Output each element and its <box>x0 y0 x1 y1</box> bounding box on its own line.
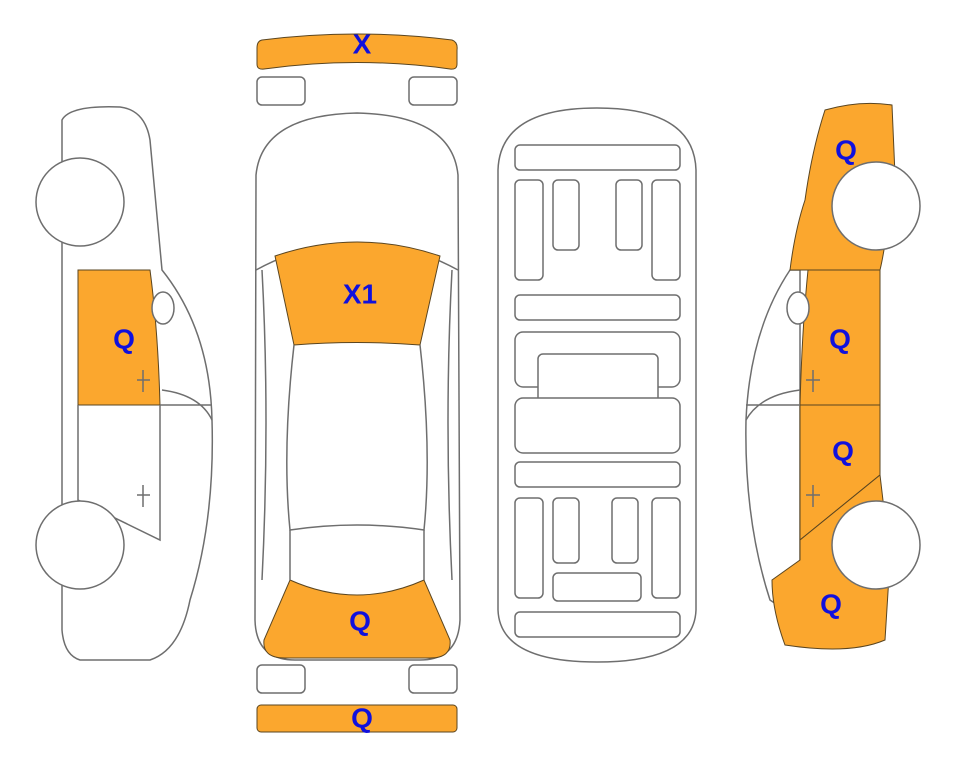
left-handle-rear <box>137 485 150 507</box>
top-view: X X1 Q Q <box>254 28 461 733</box>
right-window-line <box>745 389 801 421</box>
right-rear-door-label: Q <box>832 435 854 466</box>
underbody-part <box>514 179 544 281</box>
taillight-left <box>256 664 306 694</box>
rear-bumper-label: Q <box>351 702 373 733</box>
taillight-right <box>408 664 458 694</box>
underbody-part <box>611 497 639 564</box>
left-rear-wheel <box>35 500 125 590</box>
windshield-panel[interactable] <box>274 241 441 346</box>
left-front-wheel <box>35 157 125 247</box>
underbody-part <box>552 179 580 251</box>
underbody-part <box>651 497 681 599</box>
left-door-line <box>77 389 213 542</box>
top-body-outline <box>254 112 461 661</box>
right-front-wheel <box>831 161 921 251</box>
underbody-part <box>552 572 642 602</box>
windshield-label: X1 <box>343 278 377 309</box>
right-rear-quarter-label: Q <box>820 588 842 619</box>
left-front-door-label: Q <box>113 323 135 354</box>
underbody-part <box>651 179 681 281</box>
right-body-outline <box>745 269 801 622</box>
underbody-part <box>514 294 681 321</box>
headlight-right <box>408 76 458 106</box>
right-mirror <box>786 291 810 325</box>
right-handle-rear <box>806 485 820 507</box>
underbody-part <box>552 497 580 564</box>
side-line-right <box>447 269 453 581</box>
left-side-view: Q <box>35 106 214 661</box>
rear-bumper-panel[interactable] <box>256 704 458 733</box>
headlight-left <box>256 76 306 106</box>
roof-outline <box>286 344 428 531</box>
right-handle-front <box>806 370 820 392</box>
right-front-fender-label: Q <box>835 134 857 165</box>
right-rear-wheel <box>831 500 921 590</box>
underbody-part <box>514 144 681 171</box>
underbody-view <box>497 107 697 663</box>
front-bumper-panel[interactable] <box>256 33 458 70</box>
trunk-line <box>289 530 425 580</box>
underbody-part <box>514 497 544 599</box>
front-bumper-label: X <box>353 28 372 59</box>
underbody-part <box>514 397 681 454</box>
rear-window-panel[interactable] <box>263 579 451 659</box>
left-front-door-panel[interactable] <box>77 269 161 406</box>
right-front-door-label: Q <box>829 323 851 354</box>
rear-window-label: Q <box>349 605 371 636</box>
left-mirror <box>151 291 175 325</box>
underbody-part <box>615 179 643 251</box>
side-line-left <box>261 269 267 581</box>
underbody-part <box>514 461 681 488</box>
underbody-part <box>514 611 681 638</box>
right-side-view: Q Q Q Q <box>745 102 921 650</box>
left-handle-front <box>137 370 150 392</box>
